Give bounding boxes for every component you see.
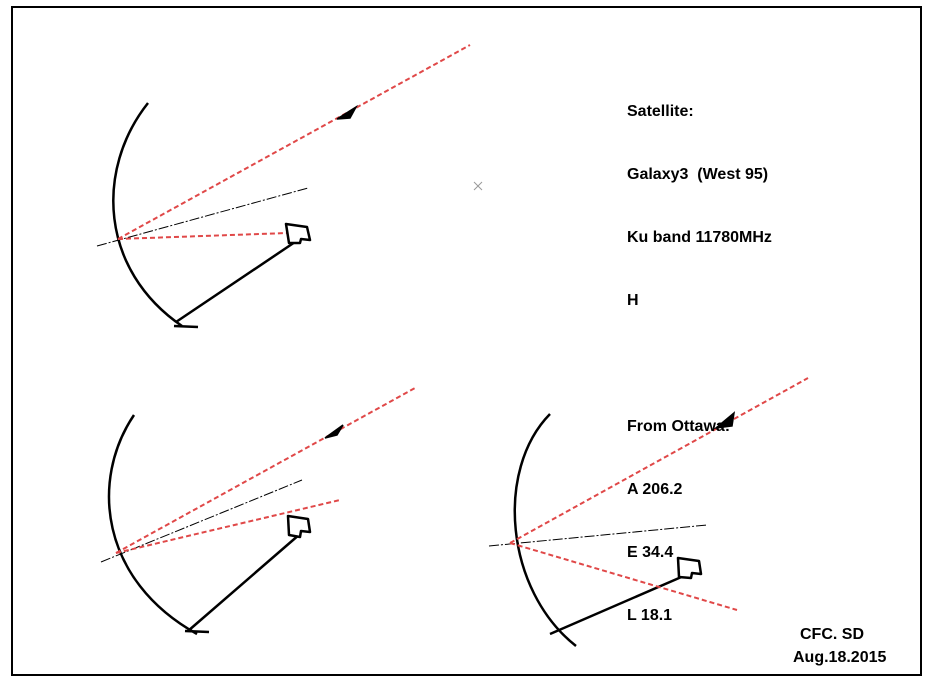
polarization: H (627, 292, 639, 309)
reflected-signal-ray (117, 232, 289, 240)
author-credit: CFC. SD (800, 626, 864, 643)
lnb-feed-icon (676, 556, 703, 580)
elevation-value: E 34.4 (627, 544, 674, 561)
dish-reflector (107, 414, 198, 636)
signal-direction-arrow-icon (324, 424, 344, 439)
lnb-skew-value: L 18.1 (627, 607, 673, 624)
incoming-signal-ray (115, 387, 416, 554)
diagram-frame (11, 6, 922, 676)
dish-diagram-top-left (96, 44, 471, 329)
mount-arm (175, 238, 299, 324)
satellite-info-block: Satellite: Galaxy3 (West 95) Ku band 117… (627, 59, 772, 647)
incoming-signal-ray (117, 44, 471, 240)
mount-foot (173, 324, 199, 329)
reflected-signal-ray (115, 499, 341, 554)
dish-diagram-bottom-left (100, 387, 416, 636)
incoming-signal-ray (509, 377, 809, 544)
location-label: From Ottawa: (627, 418, 731, 435)
mount-foot (184, 629, 210, 634)
signal-direction-arrow-icon (336, 104, 359, 120)
satellite-name: Galaxy3 (West 95) (627, 166, 769, 183)
spacer (627, 353, 772, 374)
dish-axis-line (96, 187, 309, 247)
dish-reflector (513, 413, 577, 647)
dish-axis-line (100, 479, 303, 563)
mount-arm (549, 573, 687, 636)
azimuth-value: A 206.2 (627, 481, 683, 498)
mount-arm (187, 533, 301, 632)
dish-diagram-bottom-right (488, 377, 809, 647)
center-marker-icon (473, 181, 483, 191)
dish-reflector (112, 102, 183, 328)
lnb-feed-icon (286, 514, 312, 539)
dish-axis-line (488, 524, 708, 547)
signal-direction-arrow-icon (713, 411, 736, 430)
diagram-date: Aug.18.2015 (793, 649, 887, 666)
lnb-feed-icon (284, 222, 312, 245)
satellite-label: Satellite: (627, 103, 694, 120)
frequency-band: Ku band 11780MHz (627, 229, 772, 246)
